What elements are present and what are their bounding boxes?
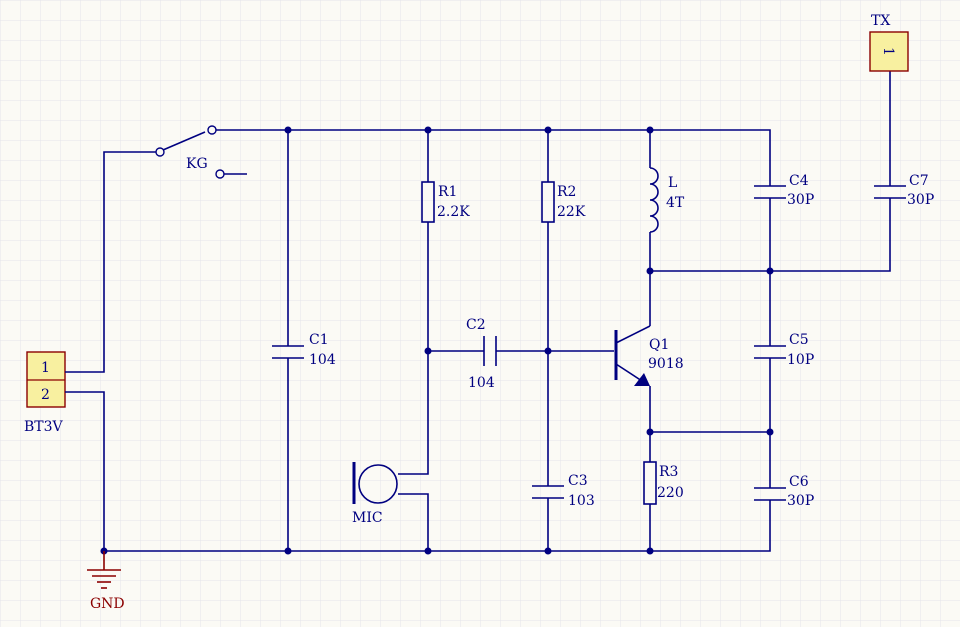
battery-pin-1: 1	[41, 360, 50, 376]
junction	[424, 547, 432, 555]
junction	[766, 267, 774, 275]
c4-value: 30P	[787, 192, 814, 208]
junction	[424, 126, 432, 134]
capacitor-c4[interactable]: C4 30P	[754, 173, 814, 208]
junction	[646, 428, 654, 436]
ground-label: GND	[90, 596, 125, 612]
transistor-q1[interactable]: Q1 9018	[614, 325, 684, 386]
q1-ref: Q1	[649, 337, 669, 353]
junction	[766, 428, 774, 436]
junction	[646, 126, 654, 134]
c7-value: 30P	[907, 192, 934, 208]
switch-kg[interactable]: KG	[155, 125, 225, 179]
c2-value: 104	[468, 375, 495, 391]
inductor-l[interactable]: L 4T	[649, 167, 685, 233]
switch-label: KG	[186, 156, 208, 172]
junction	[284, 126, 292, 134]
capacitor-c2[interactable]: C2 104	[466, 317, 497, 391]
c6-ref: C6	[789, 474, 809, 490]
c2-ref: C2	[466, 317, 486, 333]
capacitor-c5[interactable]: C5 10P	[754, 332, 814, 368]
junction	[646, 267, 654, 275]
r1-ref: R1	[438, 184, 457, 200]
c1-value: 104	[309, 352, 336, 368]
junction	[544, 126, 552, 134]
junction	[544, 347, 552, 355]
capacitor-c3[interactable]: C3 103	[532, 473, 595, 509]
r3-value: 220	[657, 485, 684, 501]
antenna-connector-tx[interactable]: 1 TX	[869, 13, 909, 72]
junctions	[100, 126, 774, 555]
ground-symbol: GND	[87, 551, 125, 612]
resistor-r2[interactable]: R2 22K	[541, 181, 586, 223]
r2-ref: R2	[557, 184, 576, 200]
mic-label: MIC	[352, 510, 383, 526]
inductor-ref: L	[668, 175, 677, 191]
c5-value: 10P	[787, 352, 814, 368]
r3-ref: R3	[659, 464, 678, 480]
r2-value: 22K	[557, 204, 586, 220]
junction	[424, 347, 432, 355]
battery-label: BT3V	[24, 419, 64, 435]
c7-ref: C7	[909, 173, 929, 189]
battery-connector[interactable]: 1 2 BT3V	[24, 351, 66, 435]
resistor-r3[interactable]: R3 220	[643, 461, 684, 505]
q1-value: 9018	[648, 356, 684, 372]
c5-ref: C5	[789, 332, 809, 348]
c3-value: 103	[568, 493, 595, 509]
capacitor-c1[interactable]: C1 104	[272, 332, 336, 368]
c4-ref: C4	[789, 173, 809, 189]
junction	[544, 547, 552, 555]
junction	[646, 547, 654, 555]
wires	[65, 71, 891, 552]
inductor-value: 4T	[666, 195, 685, 211]
junction	[284, 547, 292, 555]
capacitor-c7[interactable]: C7 30P	[874, 173, 934, 208]
resistor-r1[interactable]: R1 2.2K	[421, 181, 470, 223]
battery-pin-2: 2	[41, 387, 50, 403]
r1-value: 2.2K	[437, 204, 470, 220]
c1-ref: C1	[309, 332, 329, 348]
antenna-pin-1: 1	[880, 47, 896, 56]
microphone-mic[interactable]: MIC	[352, 462, 398, 526]
antenna-label: TX	[871, 13, 890, 29]
capacitor-c6[interactable]: C6 30P	[754, 474, 814, 509]
c6-value: 30P	[787, 493, 814, 509]
c3-ref: C3	[568, 473, 588, 489]
